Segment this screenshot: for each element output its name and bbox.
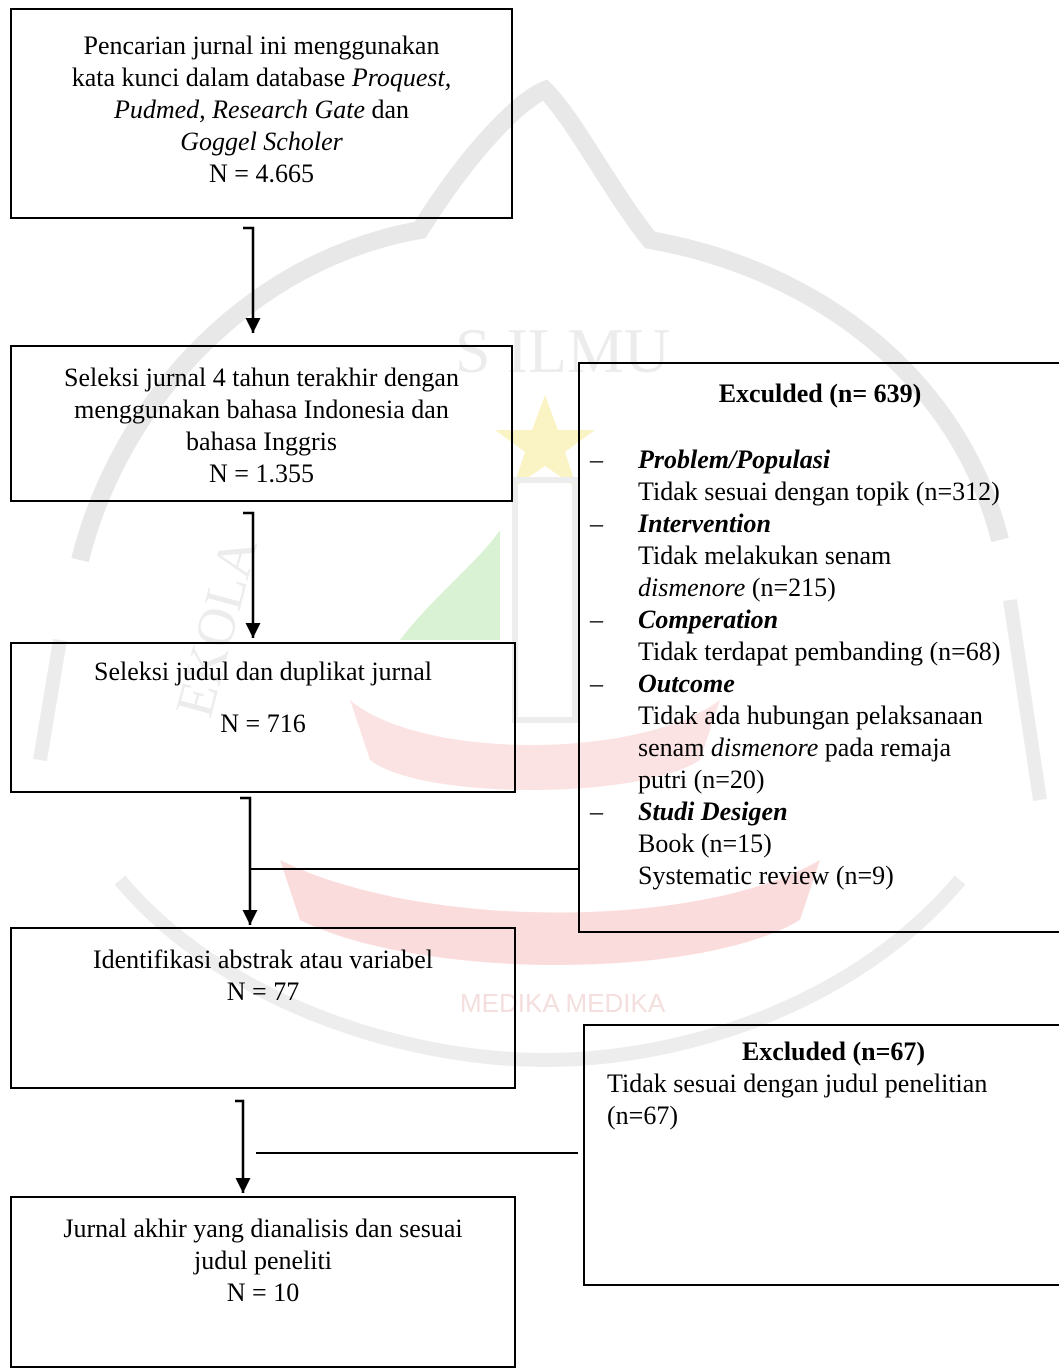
- excluded-item-study-design: – Studi Desigen Book (n=15) Systematic r…: [590, 797, 894, 890]
- box2-line2: menggunakan bahasa Indonesia dan: [74, 395, 449, 424]
- box1-line3: Pudmed, Research Gate dan: [113, 95, 410, 124]
- box5-line1: Jurnal akhir yang dianalisis dan sesuai: [63, 1214, 463, 1243]
- excluded-item-problem: – Problem/Populasi Tidak sesuai dengan t…: [590, 445, 1000, 506]
- box3-line1: Seleksi judul dan duplikat jurnal: [94, 657, 432, 686]
- excluded-title-mismatch-box: Excluded (n=67) Tidak sesuai dengan judu…: [583, 1024, 1059, 1286]
- abstract-identification-box: Identifikasi abstrak atau variabel N = 7…: [10, 927, 516, 1089]
- box1-line1: Pencarian jurnal ini menggunakan: [83, 31, 440, 60]
- excluded-item-intervention: – Intervention Tidak melakukan senam dis…: [590, 509, 892, 602]
- excluded-item-outcome: – Outcome Tidak ada hubungan pelaksanaan…: [590, 669, 983, 794]
- box1-line4: Goggel Scholer: [180, 127, 343, 156]
- box4-line1: Identifikasi abstrak atau variabel: [92, 945, 434, 974]
- excluded2-line2: (n=67): [607, 1101, 678, 1130]
- excluded1-title: Exculded (n= 639): [718, 379, 922, 408]
- screening-year-language-box: Seleksi jurnal 4 tahun terakhir dengan m…: [10, 345, 513, 502]
- box4-count: N = 77: [226, 977, 300, 1006]
- arrow-box3-to-box4: [240, 796, 258, 925]
- excluded-item-comparison: – Comperation Tidak terdapat pembanding …: [590, 605, 1001, 666]
- box2-count: N = 1.355: [209, 459, 314, 488]
- excluded2-title: Excluded (n=67): [741, 1037, 926, 1066]
- identification-box: Pencarian jurnal ini menggunakan kata ku…: [10, 8, 513, 219]
- box1-count: N = 4.665: [209, 159, 314, 188]
- box2-line3: bahasa Inggris: [186, 427, 337, 456]
- box2-line1: Seleksi jurnal 4 tahun terakhir dengan: [64, 363, 459, 392]
- box5-line2: judul peneliti: [194, 1246, 332, 1275]
- arrow-box4-to-box5: [235, 1099, 251, 1193]
- final-included-box: Jurnal akhir yang dianalisis dan sesuai …: [10, 1196, 516, 1368]
- excluded2-line1: Tidak sesuai dengan judul penelitian: [607, 1069, 988, 1098]
- arrow-box1-to-box2: [243, 226, 261, 333]
- excluded-criteria-box: Exculded (n= 639) – Problem/Populasi Tid…: [578, 362, 1059, 933]
- arrow-box2-to-box3: [243, 511, 261, 638]
- title-duplicate-screening-box: Seleksi judul dan duplikat jurnal N = 71…: [10, 642, 516, 793]
- box3-count: N = 716: [220, 709, 306, 738]
- box1-line2: kata kunci dalam database Proquest,: [71, 63, 452, 92]
- box5-count: N = 10: [226, 1278, 300, 1307]
